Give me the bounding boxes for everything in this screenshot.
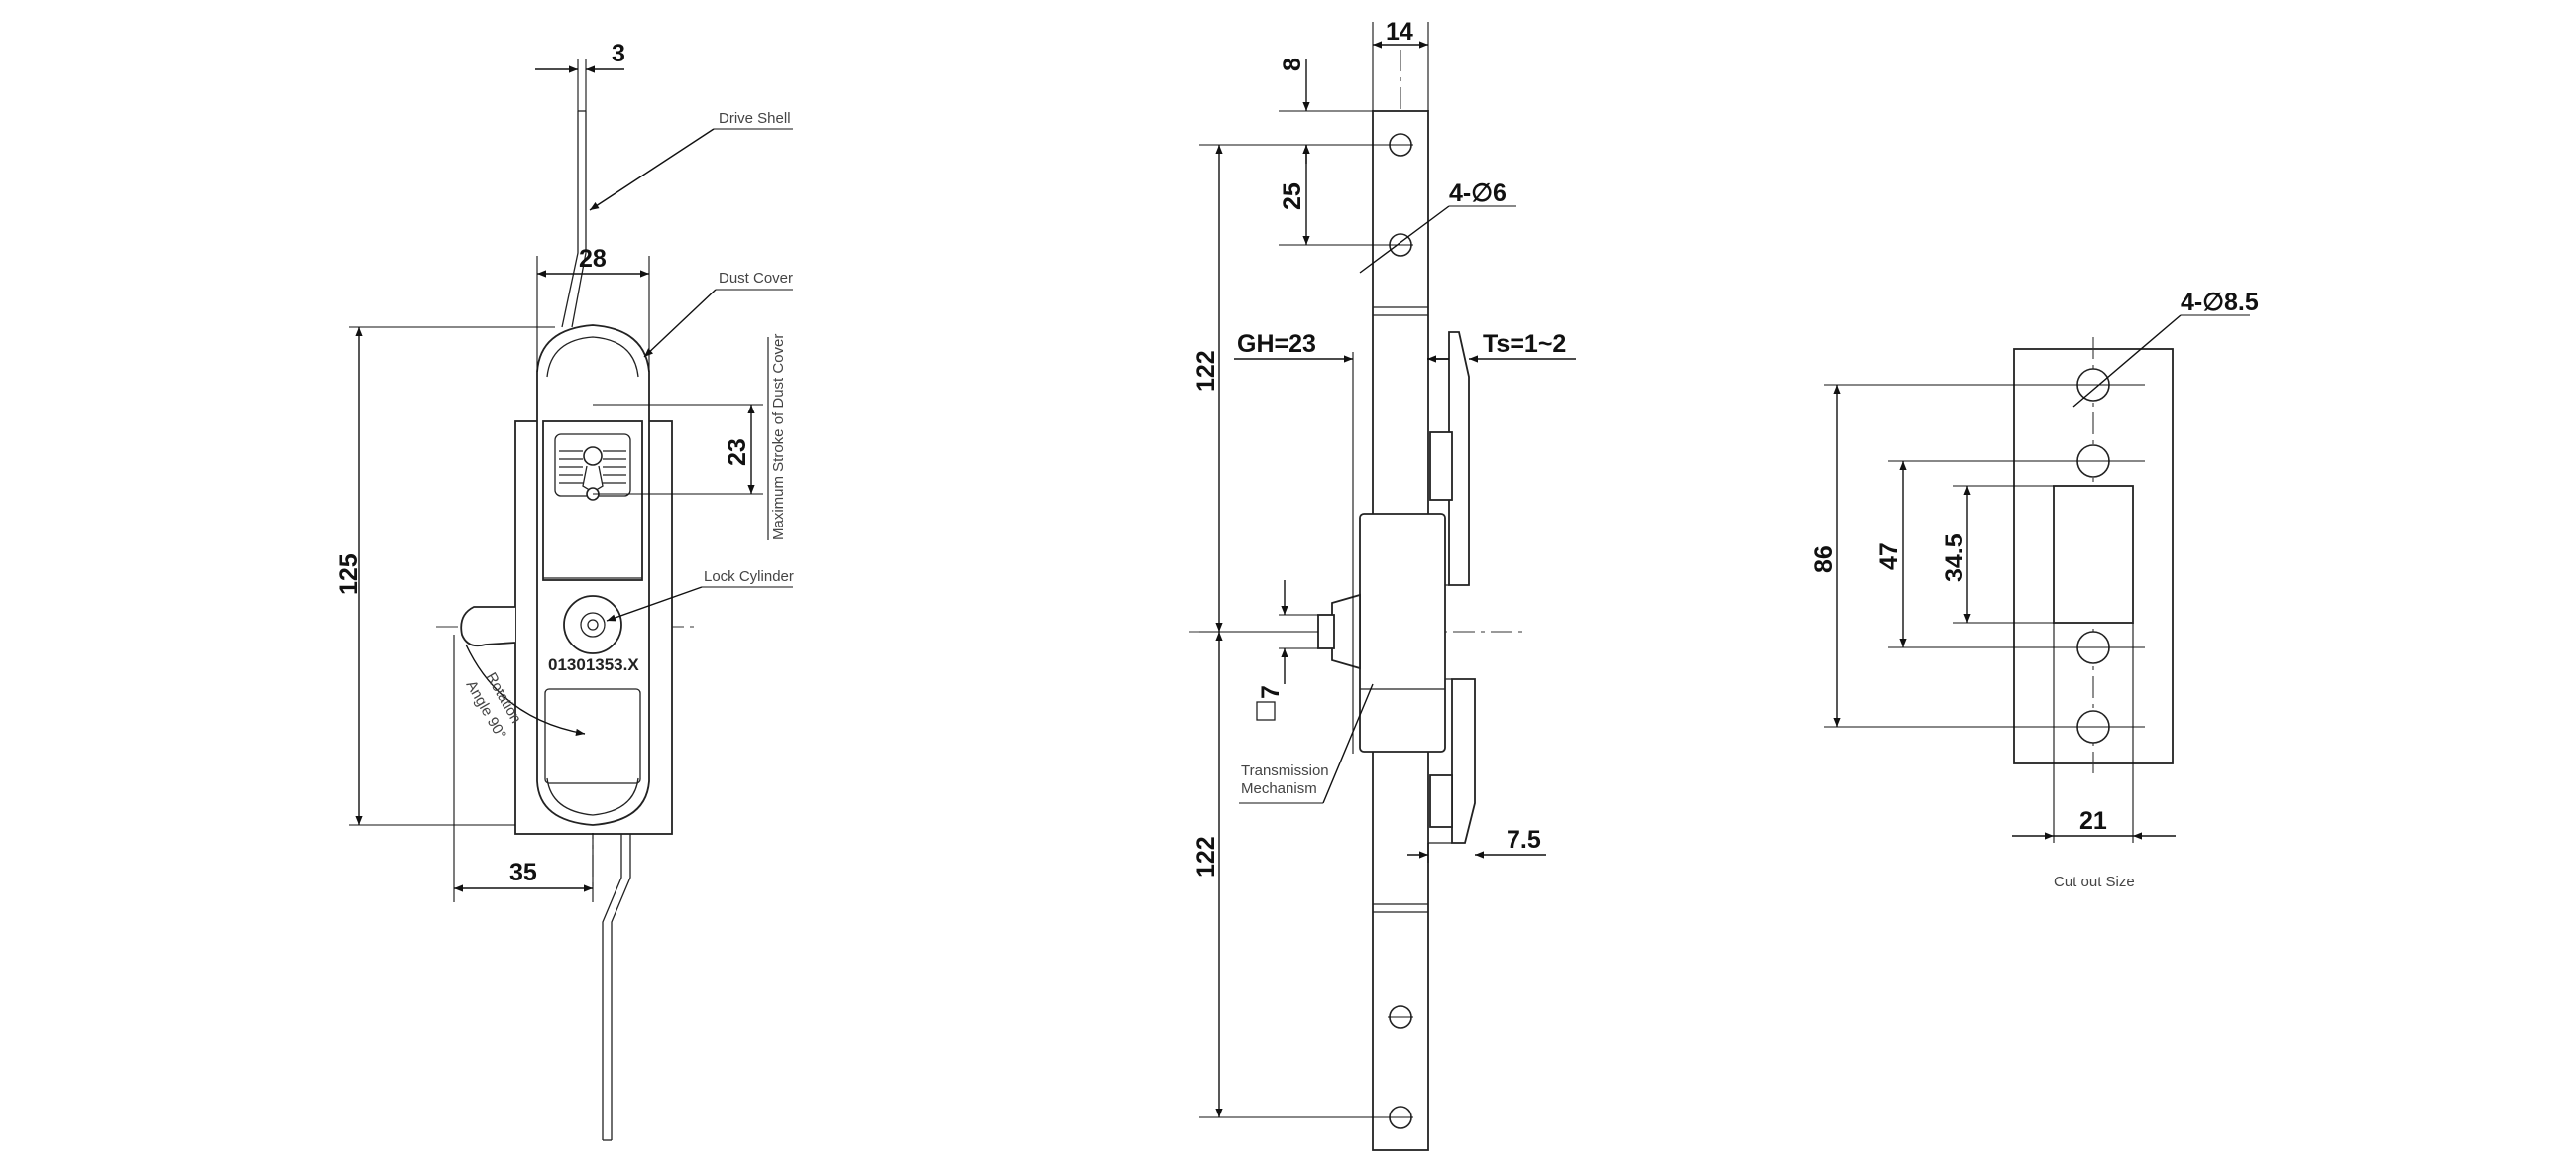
square-drive-boss [1331,593,1361,670]
upper-hook [1429,431,1453,501]
square-drive-tip [1317,614,1335,649]
dim-cutout-holes: 4-∅8.5 [2181,289,2259,316]
leader-holes [1359,205,1450,274]
leader-lock-cylinder [606,586,703,622]
cover-slider-knob [583,446,603,466]
serial-number: 01301353.X [548,655,639,674]
cutout-view: 4-∅8.5 86 47 34.5 21 Cut out Size [1810,289,2259,890]
dim-handle-offset: 35 [509,859,537,886]
dim-dust-cover-stroke: 23 [724,438,751,466]
label-transmission-2: Mechanism [1241,780,1317,797]
rotation-arc [465,644,586,736]
max-stroke-label: Maximum Stroke of Dust Cover [770,334,787,540]
drive-rod-top [561,111,587,328]
dim-slot-width: 21 [2079,807,2107,835]
dim-square-drive: 7 [1257,685,1285,699]
leader-cutout-holes [2072,314,2182,408]
label-drive-shell: Drive Shell [719,110,791,127]
dim-top-offset: 8 [1279,58,1306,71]
panel-bracket-lower [1451,678,1476,844]
transmission-body [1359,513,1446,753]
leader-transmission [1322,683,1374,804]
dim-outer-span: 86 [1810,545,1838,573]
label-lock-cylinder: Lock Cylinder [704,568,794,585]
panel-bracket-upper [1448,331,1470,586]
swing-handle [460,606,516,647]
handle-grip [544,688,641,784]
cutout-slot [2053,485,2134,624]
front-view: 01301353.X Rotation Angle 90° 3 28 125 [335,40,794,1141]
label-dust-cover: Dust Cover [719,270,793,287]
dim-handle-width: 28 [579,245,607,273]
rod-holes [1388,133,1413,1129]
drive-rod-bottom [602,831,631,1140]
dim-upper-length: 122 [1192,350,1220,392]
dim-hole-pitch: 25 [1279,182,1306,210]
dim-drive-rod-width: 3 [612,40,625,67]
dim-rod-width: 14 [1386,18,1413,46]
cutout-holes [2042,368,2145,744]
lock-cylinder [563,595,622,654]
lower-hook [1429,774,1453,828]
dim-inner-span: 47 [1875,542,1903,570]
cutout-caption: Cut out Size [2054,874,2135,890]
dim-panel-thickness: Ts=1~2 [1483,330,1566,358]
dim-slot-height: 34.5 [1941,533,1968,582]
leader-drive-shell [589,128,715,211]
dust-cover [542,420,643,581]
dim-holes: 4-∅6 [1449,179,1507,207]
leader-dust-cover [643,289,717,358]
side-view: 14 8 25 4-∅6 122 122 GH=23 [1189,18,1576,1151]
label-transmission-1: Transmission [1241,762,1329,779]
cover-grille [559,450,626,484]
dim-overall-height: 125 [335,553,363,595]
square-symbol [1256,701,1276,721]
dim-lower-length: 122 [1192,836,1220,878]
dim-hook-depth: 7.5 [1507,826,1541,854]
dim-grip-height: GH=23 [1237,330,1316,358]
